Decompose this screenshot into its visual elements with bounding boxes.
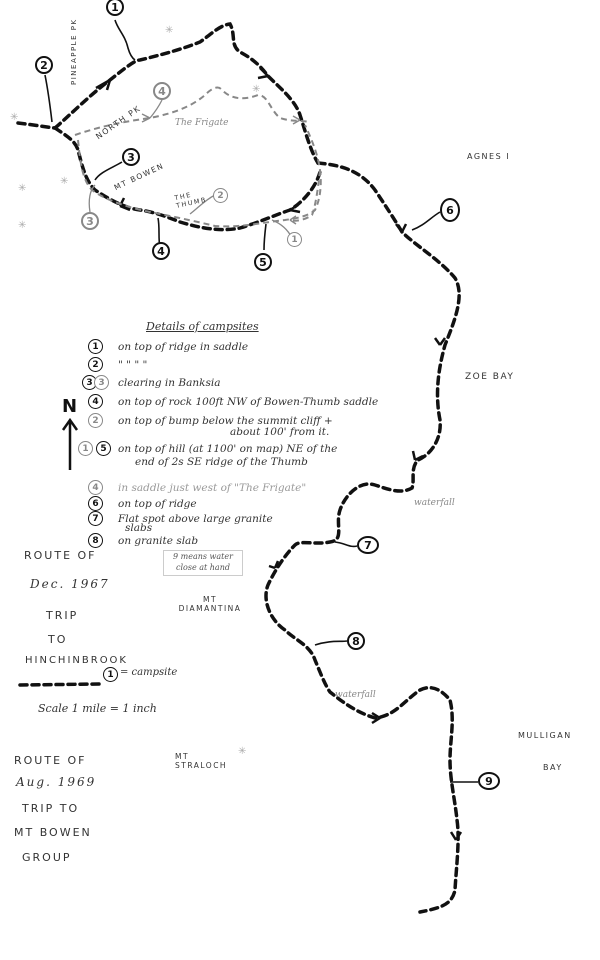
legend-entry: 2 on top of bump below the summit cliff … [70, 412, 333, 430]
peak-marker-icon: ✳ [165, 25, 174, 36]
legend-text-cont: end of 2s SE ridge of the Thumb [135, 456, 308, 468]
campsite-1967-1: 1 [106, 0, 124, 16]
legend-mark: 8 [88, 533, 103, 548]
caption-line: Aug. 1969 [16, 775, 97, 789]
legend-entry: 3 3 clearing in Banksia [70, 374, 220, 392]
caption-line: ROUTE OF [14, 754, 87, 767]
north-arrow-icon [61, 417, 79, 470]
caption-line: HINCHINBROOK [25, 655, 128, 666]
campsite-1969-1: 1 [287, 232, 302, 247]
label-agnes-island: AGNES I [467, 152, 511, 161]
campsite-1967-3: 3 [122, 148, 140, 166]
campsite-1969-3: 3 [81, 212, 99, 230]
peak-marker-icon: ✳ [252, 84, 261, 95]
legend-entry: 7 Flat spot above large granite [70, 510, 273, 528]
caption-line: ROUTE OF [24, 549, 97, 562]
legend-entry: 1 on top of ridge in saddle [70, 338, 248, 356]
legend-title: Details of campsites [146, 320, 259, 333]
campsite-1969-2: 2 [213, 188, 228, 203]
label-pineapple-pk: PINEAPPLE PK [70, 18, 78, 85]
peak-marker-icon: ✳ [60, 176, 69, 187]
caption-line: GROUP [22, 851, 72, 864]
campsite-1967-6: 6 [440, 198, 460, 222]
campsite-1967-5: 5 [254, 253, 272, 271]
peak-marker-icon: ✳ [18, 183, 27, 194]
label-waterfall-1: waterfall [414, 498, 455, 508]
legend-entry: 6 on top of ridge [70, 495, 197, 513]
legend-mark: 4 [88, 480, 103, 495]
legend-mark: 2 [88, 413, 103, 428]
legend-text: clearing in Banksia [118, 377, 221, 389]
legend-text: on top of ridge in saddle [118, 341, 249, 353]
label-mulligan: MULLIGAN [518, 731, 572, 740]
legend-text: on granite slab [118, 535, 199, 547]
north-label: N [62, 396, 78, 417]
campsite-1967-9: 9 [478, 772, 500, 790]
legend-mark: 3 [94, 375, 109, 390]
caption-line: MT BOWEN [14, 826, 92, 839]
legend-text: in saddle just west of "The Frigate" [118, 482, 307, 494]
scale-text: Scale 1 mile = 1 inch [38, 702, 157, 715]
legend-mark: 4 [88, 394, 103, 409]
legend-entry: 2 " " " " [70, 356, 147, 374]
peak-marker-icon: ✳ [18, 220, 27, 231]
legend-entry: 1 5 on top of hill (at 1100' on map) NE … [70, 440, 337, 458]
label-zoe-bay: ZOE BAY [465, 372, 515, 382]
route-1969-path [74, 86, 322, 228]
label-waterfall-2: waterfall [335, 690, 376, 700]
campsite-leaders-1967 [44, 19, 478, 783]
route-1967-arrows [95, 67, 463, 841]
legend-text: on top of bump below the summit cliff + [118, 415, 333, 427]
legend-mark: 6 [88, 496, 103, 511]
legend-mark: 2 [88, 357, 103, 372]
legend-mark: 5 [96, 441, 111, 456]
legend-text-cont: about 100' from it. [230, 426, 330, 438]
label-the-frigate: The Frigate [175, 118, 229, 128]
legend-entry: 4 in saddle just west of "The Frigate" [70, 479, 306, 497]
caption-line: TRIP TO [22, 802, 80, 815]
route-1969-arrows [141, 113, 301, 225]
campsite-1967-8: 8 [347, 632, 365, 650]
legend-text-cont: slabs [125, 522, 153, 534]
campsite-1967-7: 7 [357, 536, 379, 554]
peak-marker-icon: ✳ [238, 746, 247, 757]
label-mt-diamantina: MT DIAMANTINA [178, 595, 242, 613]
legend-text: on top of rock 100ft NW of Bowen-Thumb s… [118, 396, 379, 408]
legend-mark: 7 [88, 511, 103, 526]
label-bay: BAY [543, 763, 563, 772]
legend-mark: 1 [88, 339, 103, 354]
campsite-1969-4: 4 [153, 82, 171, 100]
legend-text: on top of hill (at 1100' on map) NE of t… [118, 443, 338, 455]
campsite-key-mark: 1 [103, 667, 118, 682]
campsite-1967-4: 4 [152, 242, 170, 260]
campsite-1967-2: 2 [35, 56, 53, 74]
label-mt-straloch: MT STRALOCH [175, 752, 228, 770]
legend-text: on top of ridge [118, 498, 197, 510]
caption-line: TO [48, 633, 68, 646]
legend-entry: 4 on top of rock 100ft NW of Bowen-Thumb… [70, 393, 378, 411]
note-line: close at hand [176, 563, 230, 572]
caption-line: TRIP [46, 609, 79, 622]
peak-marker-icon: ✳ [10, 112, 19, 123]
legend-text: " " " " [118, 359, 148, 371]
water-note-box: 9 means water close at hand [163, 550, 243, 576]
legend-text: Flat spot above large granite [118, 513, 273, 525]
caption-line: Dec. 1967 [30, 577, 110, 591]
campsite-key-text: = campsite [120, 667, 178, 678]
legend-entry: 8 on granite slab [70, 532, 198, 550]
legend-mark: 1 [78, 441, 93, 456]
note-line: 9 means water [173, 552, 233, 561]
